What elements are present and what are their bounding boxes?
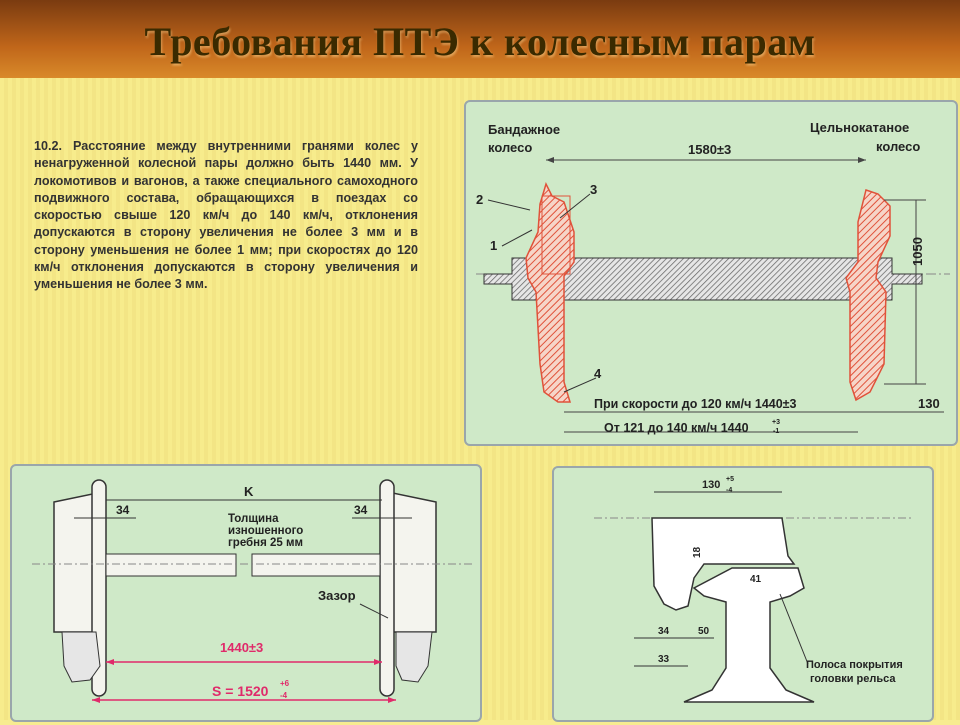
flange-label-3: гребня 25 мм [228, 537, 303, 549]
tol-S-plus: +6 [280, 679, 290, 688]
dim-34-right: 34 [354, 503, 368, 517]
gap-leader [359, 603, 389, 619]
tire-wheel-label-2: колесо [488, 140, 532, 155]
dim-1580: 1580±3 [688, 142, 731, 157]
dim-34: 34 [658, 626, 670, 637]
dim-S: S = 1520 [212, 683, 269, 699]
callout-4: 4 [594, 366, 602, 381]
callout-1: 1 [490, 238, 497, 253]
left-rail [61, 631, 101, 683]
dim-1050: 1050 [910, 237, 925, 266]
wheelset-diagram: Бандажное колесо Цельнокатаное колесо 15… [476, 120, 950, 435]
tire-wheel-label-1: Бандажное [488, 122, 560, 137]
callout-3: 3 [590, 182, 597, 197]
tol-121-140-minus: -1 [773, 428, 779, 435]
tol-130-plus: +5 [726, 476, 734, 483]
wheel-profile [651, 517, 796, 611]
tol-130-minus: -4 [726, 487, 732, 494]
dim-1440: 1440±3 [220, 640, 263, 655]
flange-label-1: Толщина [228, 513, 279, 525]
right-flange [379, 479, 395, 697]
axle-right [251, 553, 381, 577]
right-wheel [387, 491, 437, 633]
wheelset-diagram-panel: Бандажное колесо Цельнокатаное колесо 15… [464, 100, 958, 446]
tire-wheel [525, 181, 575, 403]
track-gauge-panel: K 34 34 Толщина изношенного гребня 25 мм… [10, 464, 482, 722]
dim-130: 130 [702, 479, 720, 491]
tire-band [541, 195, 571, 275]
dim-18: 18 [692, 546, 703, 558]
callout-1-leader [501, 229, 533, 247]
right-rail [395, 631, 433, 683]
dim-speed-120: При скорости до 120 км/ч 1440±3 [594, 397, 797, 411]
title-bar [0, 0, 960, 78]
callout-2: 2 [476, 192, 483, 207]
solid-wheel-label-2: колесо [876, 139, 920, 154]
dim-K: K [244, 484, 254, 499]
rule-paragraph: 10.2. Расстояние между внутренними граня… [34, 139, 418, 292]
callout-2-leader [487, 199, 531, 211]
stripe-leader [779, 593, 809, 665]
slide-title: Требования ПТЭ к колесным парам [144, 19, 816, 64]
dim-50: 50 [698, 626, 710, 637]
callout-4-leader [563, 377, 597, 393]
rail-profile-diagram: 130 +5 -4 18 41 34 50 33 Полоса покрытия… [594, 476, 914, 703]
rail-profile-panel: 130 +5 -4 18 41 34 50 33 Полоса покрытия… [552, 466, 934, 722]
solid-wheel-label-1: Цельнокатаное [810, 120, 909, 135]
gap-label: Зазор [318, 588, 356, 603]
solid-wheel [845, 189, 891, 402]
dim-41: 41 [750, 574, 762, 585]
dim-speed-121-140: От 121 до 140 км/ч 1440 [604, 421, 749, 435]
dim-130: 130 [918, 396, 940, 411]
callout-3-leader [559, 193, 591, 219]
rail-profile [683, 567, 815, 703]
axle-left [105, 553, 237, 577]
dim-33: 33 [658, 654, 670, 665]
stripe-label-1: Полоса покрытия [806, 659, 903, 671]
tol-121-140-plus: +3 [772, 419, 780, 426]
tol-S-minus: -4 [280, 691, 288, 700]
axle [483, 257, 923, 301]
flange-label-2: изношенного [228, 525, 303, 537]
stripe-label-2: головки рельса [810, 673, 896, 685]
track-gauge-diagram: K 34 34 Толщина изношенного гребня 25 мм… [32, 479, 472, 703]
dim-34-left: 34 [116, 503, 130, 517]
